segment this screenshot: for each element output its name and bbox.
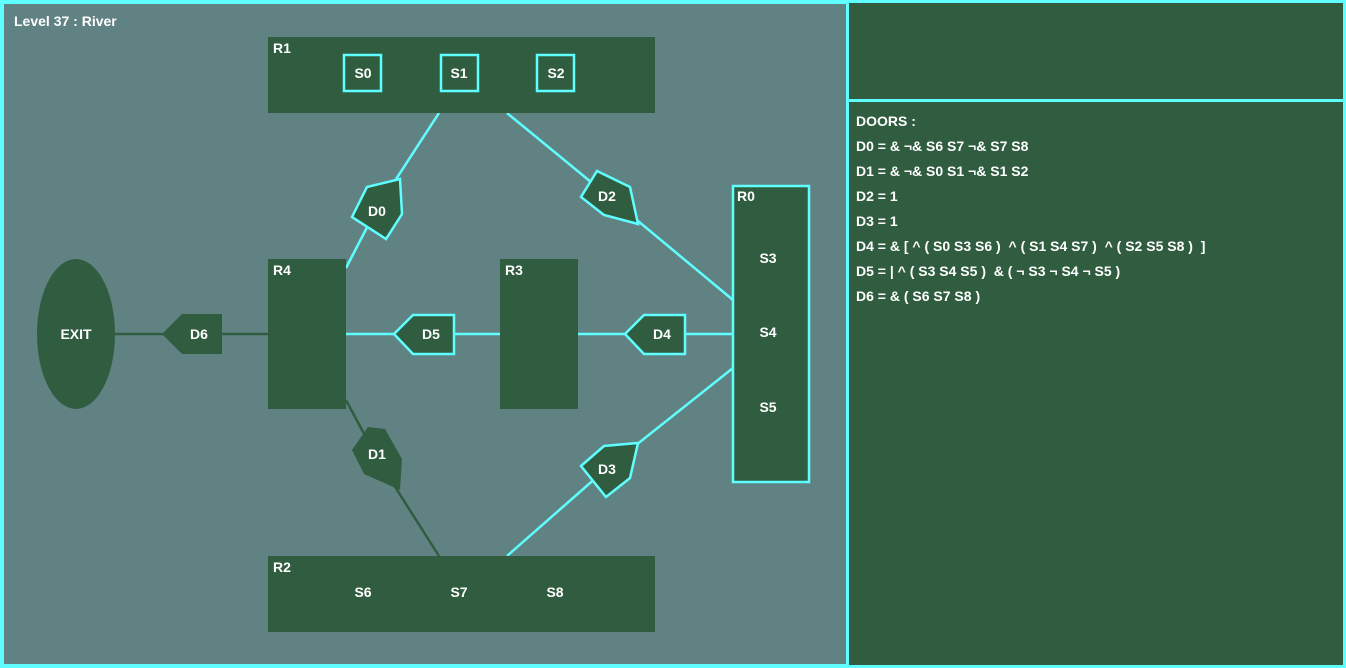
switch-label: S7	[450, 584, 467, 600]
switch-s6[interactable]: S6	[354, 584, 371, 600]
door-label: D1	[368, 446, 386, 462]
switch-s3[interactable]: S3	[759, 250, 776, 266]
doors-heading: DOORS :	[856, 113, 916, 129]
sidebar: DOORS : D0 = & ¬& S6 S7 ¬& S7 S8 D1 = & …	[846, 0, 1346, 668]
door-d3[interactable]: D3	[579, 441, 640, 499]
door-formula-d6: D6 = & ( S6 S7 S8 )	[856, 288, 981, 304]
switch-label: S2	[547, 65, 564, 81]
door-label: D3	[598, 461, 616, 477]
room-r4[interactable]: R4	[268, 259, 346, 409]
room-r1[interactable]: R1	[268, 37, 655, 113]
door-d0[interactable]: D0	[350, 177, 404, 241]
switch-s0[interactable]: S0	[342, 53, 383, 93]
info-box	[849, 3, 1343, 102]
door-label: D5	[422, 326, 440, 342]
switch-s7[interactable]: S7	[450, 584, 467, 600]
door-label: D4	[653, 326, 671, 342]
room-label: R4	[273, 262, 291, 278]
door-d5[interactable]: D5	[392, 313, 456, 356]
switch-s2[interactable]: S2	[535, 53, 576, 93]
switch-label: S1	[450, 65, 467, 81]
level-title: Level 37 : River	[14, 13, 117, 29]
switch-s1[interactable]: S1	[439, 53, 480, 93]
door-label: D6	[190, 326, 208, 342]
switch-s5[interactable]: S5	[759, 399, 776, 415]
switch-s4[interactable]: S4	[759, 324, 776, 340]
switch-label: S0	[354, 65, 371, 81]
switch-label: S8	[546, 584, 563, 600]
switch-label: S3	[759, 250, 776, 266]
room-label: R3	[505, 262, 523, 278]
door-d2[interactable]: D2	[579, 169, 640, 226]
doors-panel: DOORS : D0 = & ¬& S6 S7 ¬& S7 S8 D1 = & …	[856, 109, 1205, 309]
door-d4[interactable]: D4	[623, 313, 687, 356]
door-d1[interactable]: D1	[352, 427, 402, 490]
switch-label: S6	[354, 584, 371, 600]
room-label: R2	[273, 559, 291, 575]
door-label: D0	[368, 203, 386, 219]
switch-label: S4	[759, 324, 776, 340]
door-formula-d1: D1 = & ¬& S0 S1 ¬& S1 S2	[856, 163, 1029, 179]
room-r0[interactable]: R0	[731, 184, 811, 484]
exit-label: EXIT	[60, 326, 92, 342]
map-graph: R1 R4 R3 R2 R0 EXIT S0 S1	[37, 37, 811, 632]
switch-s8[interactable]: S8	[546, 584, 563, 600]
door-formula-d4: D4 = & [ ^ ( S0 S3 S6 ) ^ ( S1 S4 S7 ) ^…	[856, 238, 1206, 254]
room-r2[interactable]: R2	[268, 556, 655, 632]
door-formula-d3: D3 = 1	[856, 213, 898, 229]
room-label: R0	[737, 188, 755, 204]
door-formula-d0: D0 = & ¬& S6 S7 ¬& S7 S8	[856, 138, 1029, 154]
door-formula-d5: D5 = | ^ ( S3 S4 S5 ) & ( ¬ S3 ¬ S4 ¬ S5…	[856, 263, 1121, 279]
exit-room[interactable]: EXIT	[37, 259, 115, 409]
room-label: R1	[273, 40, 291, 56]
door-label: D2	[598, 188, 616, 204]
link-d3-r2	[506, 468, 607, 557]
door-formula-d2: D2 = 1	[856, 188, 898, 204]
switch-label: S5	[759, 399, 776, 415]
room-r3[interactable]: R3	[500, 259, 578, 409]
door-d6[interactable]: D6	[162, 314, 222, 354]
